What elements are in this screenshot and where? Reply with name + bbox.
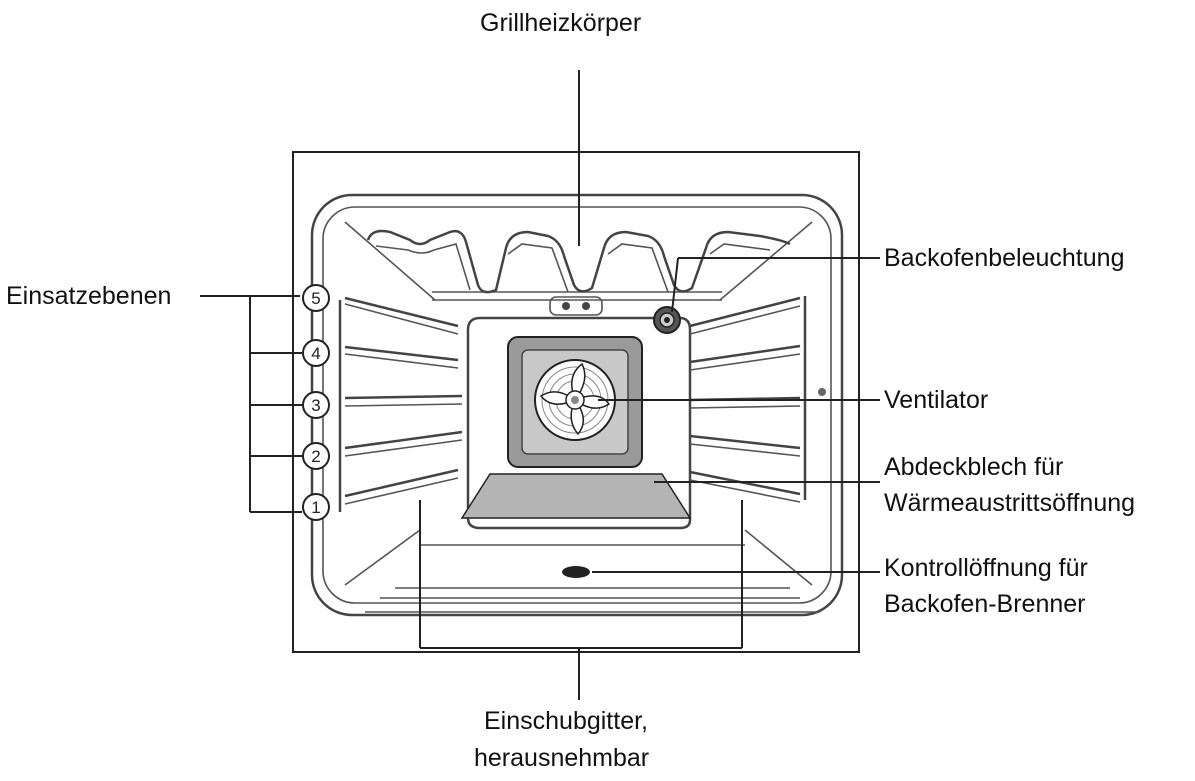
label-fan: Ventilator (884, 386, 989, 414)
left-rail-level-4 (344, 345, 459, 362)
level-2-text: 2 (311, 447, 320, 466)
level-marker-5 (302, 284, 330, 312)
heat-outlet-cover-plate (460, 473, 692, 519)
right-rail-level-5 (689, 296, 801, 328)
level-marker-1 (302, 493, 330, 521)
oven-outer-frame (292, 151, 860, 653)
right-rail-level-4 (689, 344, 801, 364)
right-rail-level-2 (689, 434, 801, 450)
fan-wheel (534, 359, 616, 441)
oven-light (653, 306, 681, 334)
label-shelf-levels: Einsatzebenen (6, 282, 172, 310)
leader-lines (200, 70, 880, 700)
level-5-text: 5 (311, 289, 320, 308)
label-removable-rack-line1: Einschubgitter, (484, 707, 648, 735)
grill-bracket-bolt (582, 302, 590, 310)
grill-bracket-bolt (562, 302, 570, 310)
level-marker-4 (302, 339, 330, 367)
label-grill-heating-element: Grillheizkörper (480, 9, 642, 37)
right-side-rack (689, 296, 826, 503)
burner-inspection-opening (562, 566, 590, 578)
left-rail-level-5 (344, 296, 459, 328)
level-4-text: 4 (311, 344, 320, 363)
oven-floor (365, 544, 820, 613)
back-wall (466, 316, 692, 530)
level-marker-3 (302, 391, 330, 419)
left-rail-level-3 (344, 394, 463, 400)
label-inspection-opening-line2: Backofen-Brenner (884, 590, 1086, 618)
grill-bracket (549, 296, 603, 316)
label-inspection-opening-line1: Kontrollöffnung für (884, 554, 1088, 582)
level-3-text: 3 (311, 396, 320, 415)
label-cover-plate-line2: Wärmeaustrittsöffnung (884, 489, 1136, 517)
grill-heating-element (366, 229, 791, 294)
level-1-text: 1 (311, 498, 320, 517)
level-markers: 5 4 3 2 1 (302, 284, 330, 521)
left-rail-level-1 (344, 468, 459, 498)
grill-heating-element-inner (375, 243, 771, 293)
label-cover-plate-line1: Abdeckblech für (884, 453, 1064, 481)
level-marker-2 (302, 442, 330, 470)
left-side-rack (338, 296, 463, 512)
label-oven-lighting: Backofenbeleuchtung (884, 244, 1125, 272)
left-rail-level-2 (344, 430, 463, 450)
label-removable-rack-line2: herausnehmbar (474, 744, 650, 772)
